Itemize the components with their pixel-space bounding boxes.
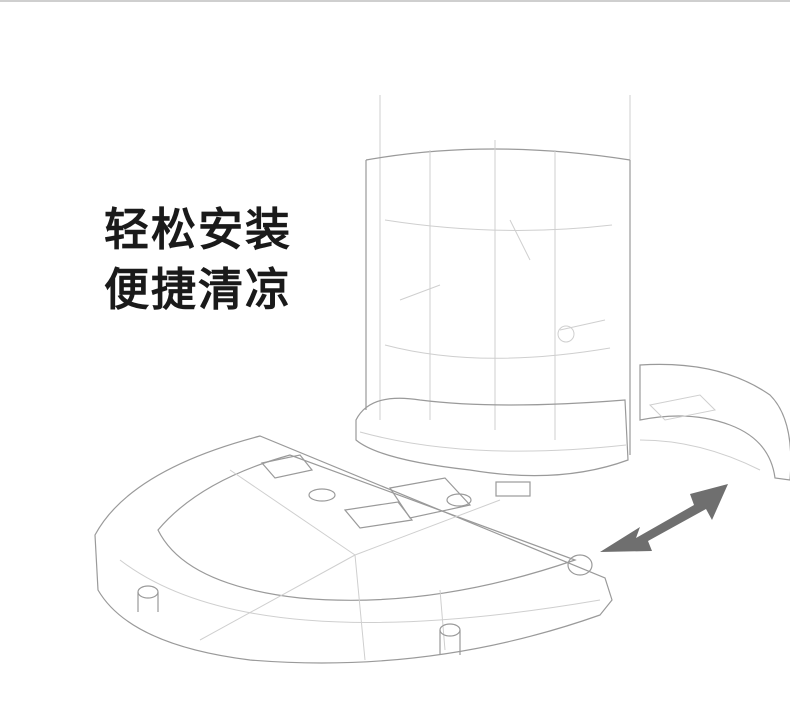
base-right-half	[639, 363, 790, 481]
headline-line-2: 便捷清凉	[104, 263, 293, 316]
headline: 轻松安装 便捷清凉	[104, 200, 292, 320]
headline-line-1: 轻松安装	[104, 203, 293, 256]
base-left-half	[94, 435, 613, 664]
fan-tower	[355, 95, 631, 497]
double-arrow-icon	[600, 484, 728, 552]
